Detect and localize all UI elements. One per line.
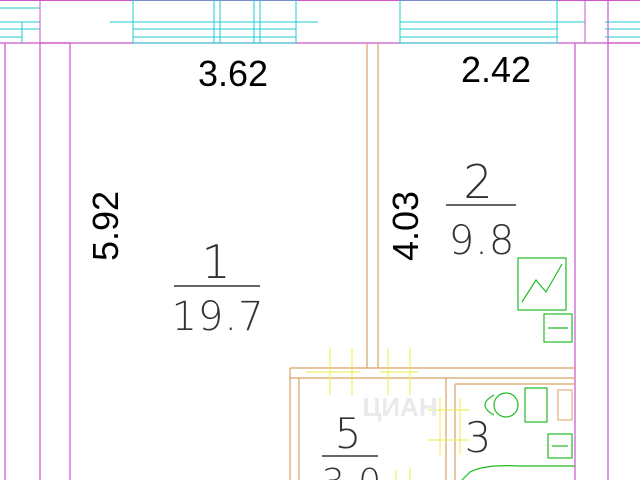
room-number: 3 [465,413,492,462]
window-left [0,0,41,43]
toilet-icon [484,387,548,423]
fixture-bar [557,389,573,421]
dimension-room2-length: 4.03 [385,191,426,261]
window-right [399,0,640,44]
dimension-room1-width: 3.62 [198,53,268,94]
partitions [289,43,575,480]
stove-icon [517,257,567,311]
washbasin-icon [547,433,573,459]
room-number: 2 [463,155,492,209]
room-number: 1 [201,235,230,289]
room-label-2: 2 9.8 [446,155,516,264]
window-center [110,0,318,44]
room-label-1: 1 19.7 [171,235,264,340]
room-label-5: 5 3.0 [322,409,382,480]
room-area: 3.0 [322,462,382,480]
dimension-room2-width: 2.42 [461,49,531,90]
room-label-3: 3 [465,413,492,462]
watermark-logo: ЦИАН [362,392,437,422]
dimension-room1-length: 5.92 [85,191,126,261]
room-area: 19.7 [171,294,264,340]
bathtub-icon [461,465,575,480]
door-markers [306,348,470,480]
room-area: 9.8 [449,218,516,264]
walls [4,0,640,480]
sink-icon [543,313,573,343]
room-number: 5 [335,409,362,458]
